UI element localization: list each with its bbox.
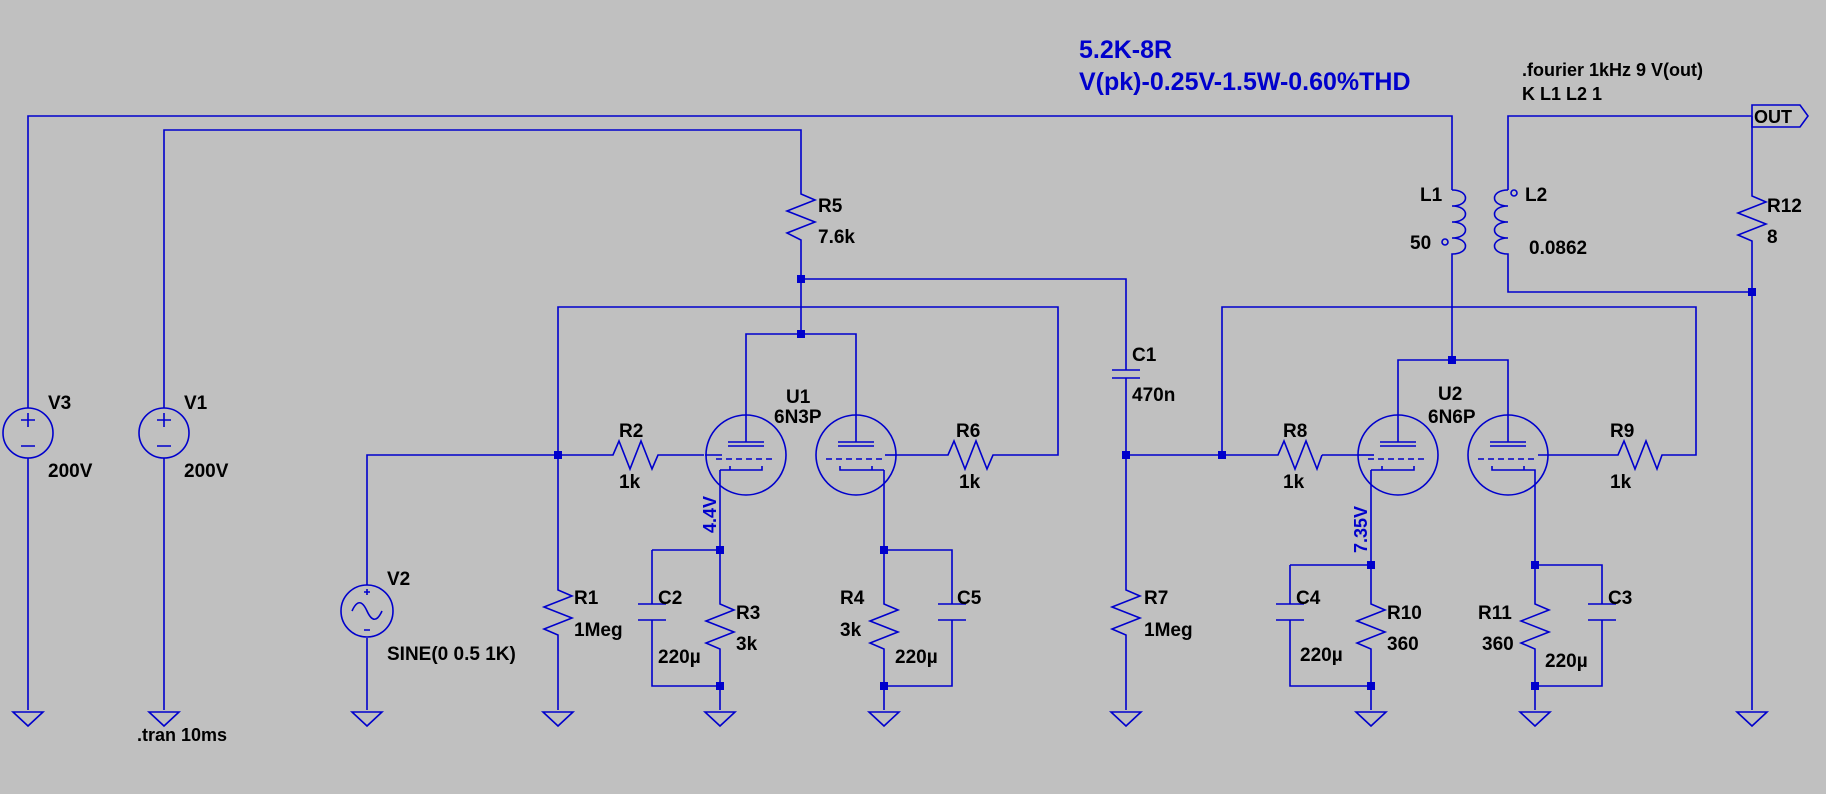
out-flag-label: OUT [1754,107,1792,127]
r6-value: 1k [959,472,981,493]
voltage-source-V2[interactable] [340,584,394,638]
c5-value: 220µ [895,647,938,668]
u1-name: U1 [786,387,811,408]
resistor-R6 [940,438,1036,472]
r8-name: R8 [1283,421,1307,442]
v1-value: 200V [184,461,229,482]
voltage-source-V3[interactable] [2,407,54,459]
ground-symbol [10,711,46,728]
capacitor-C2 [638,603,666,621]
r4-name: R4 [840,588,865,609]
resistor-R7 [1109,582,1143,654]
tube-U2[interactable] [1357,414,1610,496]
r4-value: 3k [840,620,862,641]
r11-value: 360 [1482,634,1514,655]
u2-cathode-voltage: 7.35V [1351,506,1371,553]
inductor-L2[interactable] [1493,189,1518,262]
r9-value: 1k [1610,472,1632,493]
l2-name: L2 [1525,185,1547,206]
c5-name: C5 [957,588,982,609]
c2-value: 220µ [658,647,701,668]
header-line-1: 5.2K-8R [1079,36,1172,64]
ground-symbol [349,711,385,728]
r12-name: R12 [1767,196,1802,217]
junction-dots [554,275,1756,690]
ground-symbols [10,711,1770,728]
resistor-R5 [784,180,818,252]
capacitor-C5 [938,603,966,621]
v3-name: V3 [48,393,71,414]
ground-symbol [1108,711,1144,728]
ground-symbol [1517,711,1553,728]
u2-value: 6N6P [1428,407,1476,428]
c1-name: C1 [1132,345,1157,366]
ground-symbol [1734,711,1770,728]
capacitor-C3 [1588,603,1616,621]
voltage-source-V1[interactable] [138,407,190,459]
capacitor-C1 [1112,360,1140,379]
r8-value: 1k [1283,472,1305,493]
tube-U1[interactable] [705,414,897,496]
v2-name: V2 [387,569,410,590]
v3-value: 200V [48,461,93,482]
r11-name: R11 [1478,603,1512,624]
ground-symbol [866,711,902,728]
ground-symbol [146,711,182,728]
c3-name: C3 [1608,588,1632,609]
u1-value: 6N3P [774,407,822,428]
r3-value: 3k [736,634,758,655]
resistor-R12 [1735,188,1769,260]
resistor-R3 [703,596,737,668]
header-line-2: V(pk)-0.25V-1.5W-0.60%THD [1079,68,1411,96]
r5-value: 7.6k [818,227,855,248]
c3-value: 220µ [1545,651,1588,672]
resistor-R9 [1610,438,1674,472]
l1-name: L1 [1420,185,1443,206]
resistor-R1 [541,582,575,654]
r9-name: R9 [1610,421,1634,442]
v2-value: SINE(0 0.5 1K) [387,644,516,665]
r2-name: R2 [619,421,643,442]
ground-symbol [702,711,738,728]
r6-name: R6 [956,421,980,442]
coupling-directive[interactable]: K L1 L2 1 [1522,84,1602,104]
resistor-R10 [1354,596,1388,668]
c4-name: C4 [1296,588,1321,609]
r10-name: R10 [1387,603,1422,624]
r12-value: 8 [1767,227,1778,248]
r7-value: 1Meg [1144,620,1193,641]
ground-symbol [1353,711,1389,728]
c2-name: C2 [658,588,682,609]
c1-value: 470n [1132,385,1175,406]
component-labels: V3 200V V1 200V V2 SINE(0 0.5 1K) R1 1Me… [48,185,1802,672]
resistor-R8 [1270,438,1323,472]
capacitor-C4 [1276,603,1304,621]
c4-value: 220µ [1300,645,1343,666]
out-net-flag[interactable]: OUT [1751,104,1809,128]
tran-directive[interactable]: .tran 10ms [137,725,227,745]
u2-name: U2 [1438,384,1462,405]
r10-value: 360 [1387,634,1419,655]
inductor-L1[interactable] [1441,189,1467,262]
r5-name: R5 [818,196,843,217]
r1-value: 1Meg [574,620,623,641]
u1-cathode-voltage: 4.4V [700,496,720,533]
resistor-R11 [1518,596,1552,668]
r7-name: R7 [1144,588,1168,609]
r2-value: 1k [619,472,641,493]
r1-name: R1 [574,588,599,609]
l1-value: 50 [1410,233,1431,254]
resistor-R4 [867,596,901,668]
fourier-directive[interactable]: .fourier 1kHz 9 V(out) [1522,60,1703,80]
ground-symbol [540,711,576,728]
r3-name: R3 [736,603,760,624]
v1-name: V1 [184,393,208,414]
resistor-R2 [605,438,667,472]
l2-value: 0.0862 [1529,238,1587,259]
